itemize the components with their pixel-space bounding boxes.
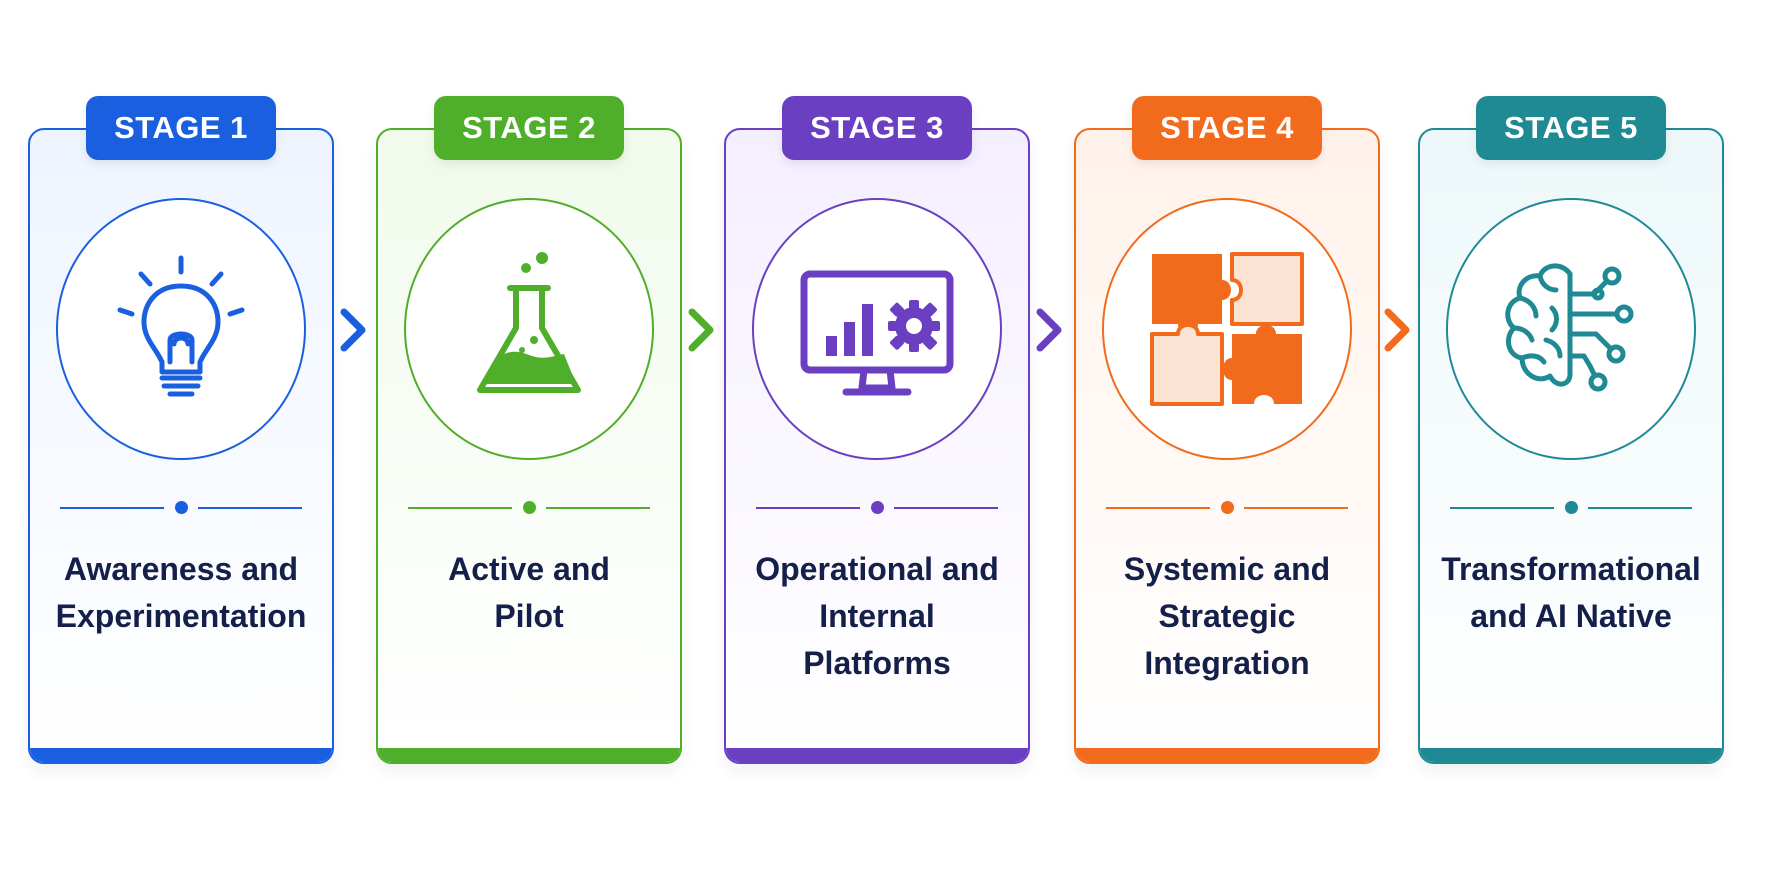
monitor-chart-icon	[800, 270, 954, 396]
stage-label: STAGE 5	[1476, 96, 1666, 160]
stage-title: Active and Pilot	[448, 551, 610, 634]
chevron-right-icon	[1384, 308, 1410, 352]
divider	[60, 500, 302, 516]
stage-label: STAGE 3	[782, 96, 972, 160]
stage-label: STAGE 1	[86, 96, 276, 160]
stage-title: Operational and Internal Platforms	[755, 551, 999, 681]
stage-title: Transformational and AI Native	[1441, 551, 1701, 634]
icon-circle	[1102, 198, 1352, 460]
stage-label: STAGE 4	[1132, 96, 1322, 160]
stage-title: Awareness and Experimentation	[55, 551, 307, 634]
chevron-right-icon	[688, 308, 714, 352]
divider	[1450, 500, 1692, 516]
icon-circle	[752, 198, 1002, 460]
connector-arrow-4	[1376, 300, 1418, 360]
icon-circle	[56, 198, 306, 460]
stage-card-5: STAGE 5	[1418, 96, 1724, 764]
chevron-right-icon	[340, 308, 366, 352]
stage-card-body	[376, 128, 682, 764]
connector-arrow-1	[332, 300, 374, 360]
puzzle-icon	[1150, 252, 1304, 406]
divider	[756, 500, 998, 516]
stage-label: STAGE 2	[434, 96, 624, 160]
stage-card-4: STAGE 4 Systemic and Strategic Integrati…	[1074, 96, 1380, 764]
divider	[1106, 500, 1348, 516]
chevron-right-icon	[1036, 308, 1062, 352]
stage-card-3: STAGE 3	[724, 96, 1030, 764]
stage-title: Systemic and Strategic Integration	[1123, 551, 1331, 681]
stage-card-2: STAGE 2 Active and Pilot	[376, 96, 682, 764]
connector-arrow-2	[680, 300, 722, 360]
icon-circle	[404, 198, 654, 460]
flask-icon	[477, 252, 581, 393]
ai-brain-icon	[1505, 263, 1634, 392]
divider	[408, 500, 650, 516]
connector-arrow-3	[1028, 300, 1070, 360]
lightbulb-icon	[117, 255, 245, 397]
stage-card-1: STAGE 1 Awareness and Experimentation	[28, 96, 334, 764]
icon-circle	[1446, 198, 1696, 460]
